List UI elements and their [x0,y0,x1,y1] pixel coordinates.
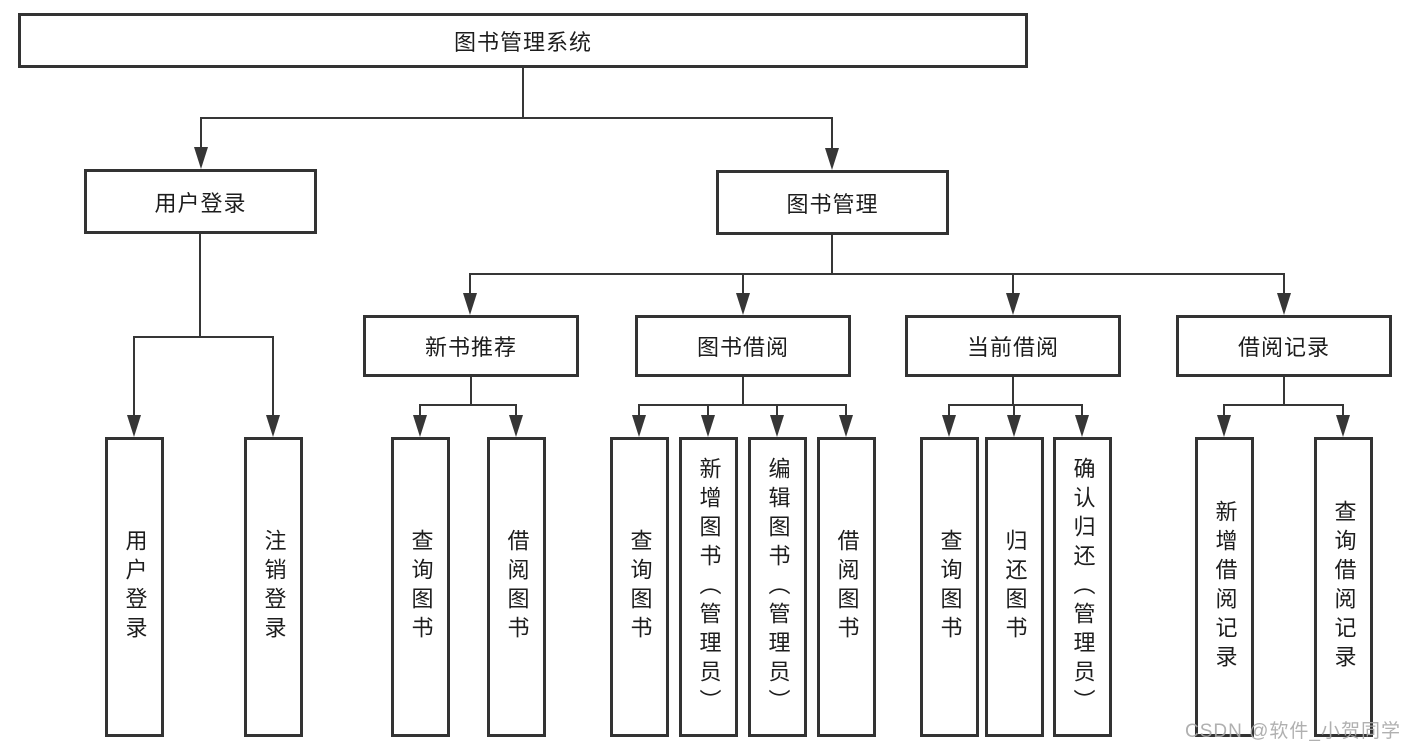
connector-line [707,404,709,418]
arrowhead-down [194,147,208,169]
connector-line [199,234,201,337]
connector-line [742,377,744,406]
node-current-borrow: 当前借阅 [905,315,1121,377]
node-new-book-recommend: 新书推荐 [363,315,579,377]
arrowhead-down [839,415,853,437]
node-new-book-recommend-label: 新书推荐 [424,335,517,360]
node-leaf-query-borrow-record: 查询借阅记录 [1314,437,1373,737]
node-borrow-records-label: 借阅记录 [1237,335,1330,360]
leaf-label: 查询图书 [627,529,653,645]
connector-line [515,404,517,418]
connector-line [831,235,833,275]
arrowhead-down [942,415,956,437]
leaf-label: 查询图书 [937,529,963,645]
leaf-label: 编辑图书（管理员） [765,456,791,718]
connector-line [1283,377,1285,406]
node-leaf-borrow-books: 借阅图书 [817,437,876,737]
leaf-label: 用户登录 [122,529,148,645]
connector-line [1283,273,1285,297]
node-leaf-user-login: 用户登录 [105,437,164,737]
connector-line [1081,404,1083,418]
arrowhead-down [825,148,839,170]
node-current-borrow-label: 当前借阅 [966,335,1059,360]
arrowhead-down [266,415,280,437]
connector-line [1012,273,1014,297]
connector-line [1342,404,1344,418]
arrowhead-down [1007,415,1021,437]
node-leaf-query-books-borrow: 查询图书 [610,437,669,737]
node-book-borrow: 图书借阅 [635,315,851,377]
leaf-label: 归还图书 [1002,529,1028,645]
node-root-label: 图书管理系统 [453,29,592,55]
connector-line [419,404,517,406]
node-root: 图书管理系统 [18,13,1028,68]
arrowhead-down [1277,293,1291,315]
connector-line [470,377,472,406]
arrowhead-down [736,293,750,315]
leaf-label: 查询借阅记录 [1331,500,1357,674]
arrowhead-down [413,415,427,437]
node-leaf-confirm-return-admin: 确认归还（管理员） [1053,437,1112,737]
node-leaf-query-books-current: 查询图书 [920,437,979,737]
connector-line [1013,404,1015,418]
node-book-borrow-label: 图书借阅 [696,335,789,360]
arrowhead-down [463,293,477,315]
connector-line [469,273,1284,275]
leaf-label: 确认归还（管理员） [1070,456,1096,718]
node-user-login-label: 用户登录 [154,190,247,216]
node-leaf-add-book-admin: 新增图书（管理员） [679,437,738,737]
connector-line [200,117,202,150]
connector-line [948,404,1083,406]
arrowhead-down [1006,293,1020,315]
connector-line [1223,404,1225,418]
connector-line [272,336,274,417]
connector-line [419,404,421,418]
node-book-management: 图书管理 [716,170,949,235]
arrowhead-down [1217,415,1231,437]
leaf-label: 查询图书 [408,529,434,645]
connector-line [133,336,274,338]
node-leaf-borrow-books-recommend: 借阅图书 [487,437,546,737]
leaf-label: 注销登录 [261,529,287,645]
arrowhead-down [770,415,784,437]
connector-line [200,117,833,119]
arrowhead-down [127,415,141,437]
leaf-label: 新增图书（管理员） [696,456,722,718]
connector-line [742,273,744,297]
node-borrow-records: 借阅记录 [1176,315,1392,377]
connector-line [845,404,847,418]
connector-line [1012,377,1014,406]
arrowhead-down [632,415,646,437]
node-leaf-add-borrow-record: 新增借阅记录 [1195,437,1254,737]
leaf-label: 新增借阅记录 [1212,500,1238,674]
connector-line [522,68,524,118]
leaf-label: 借阅图书 [834,529,860,645]
node-leaf-return-book: 归还图书 [985,437,1044,737]
connector-line [948,404,950,418]
node-user-login: 用户登录 [84,169,317,234]
connector-line [133,336,135,417]
leaf-label: 借阅图书 [504,529,530,645]
node-leaf-edit-book-admin: 编辑图书（管理员） [748,437,807,737]
csdn-watermark: CSDN @软件_小贺同学 [1185,721,1401,742]
node-book-management-label: 图书管理 [786,191,879,217]
arrowhead-down [1075,415,1089,437]
connector-line [1223,404,1344,406]
connector-line [831,117,833,150]
arrowhead-down [1336,415,1350,437]
connector-line [638,404,640,418]
node-leaf-logout: 注销登录 [244,437,303,737]
arrowhead-down [509,415,523,437]
connector-line [469,273,471,297]
arrowhead-down [701,415,715,437]
node-leaf-query-books-recommend: 查询图书 [391,437,450,737]
connector-line [776,404,778,418]
connector-line [638,404,847,406]
